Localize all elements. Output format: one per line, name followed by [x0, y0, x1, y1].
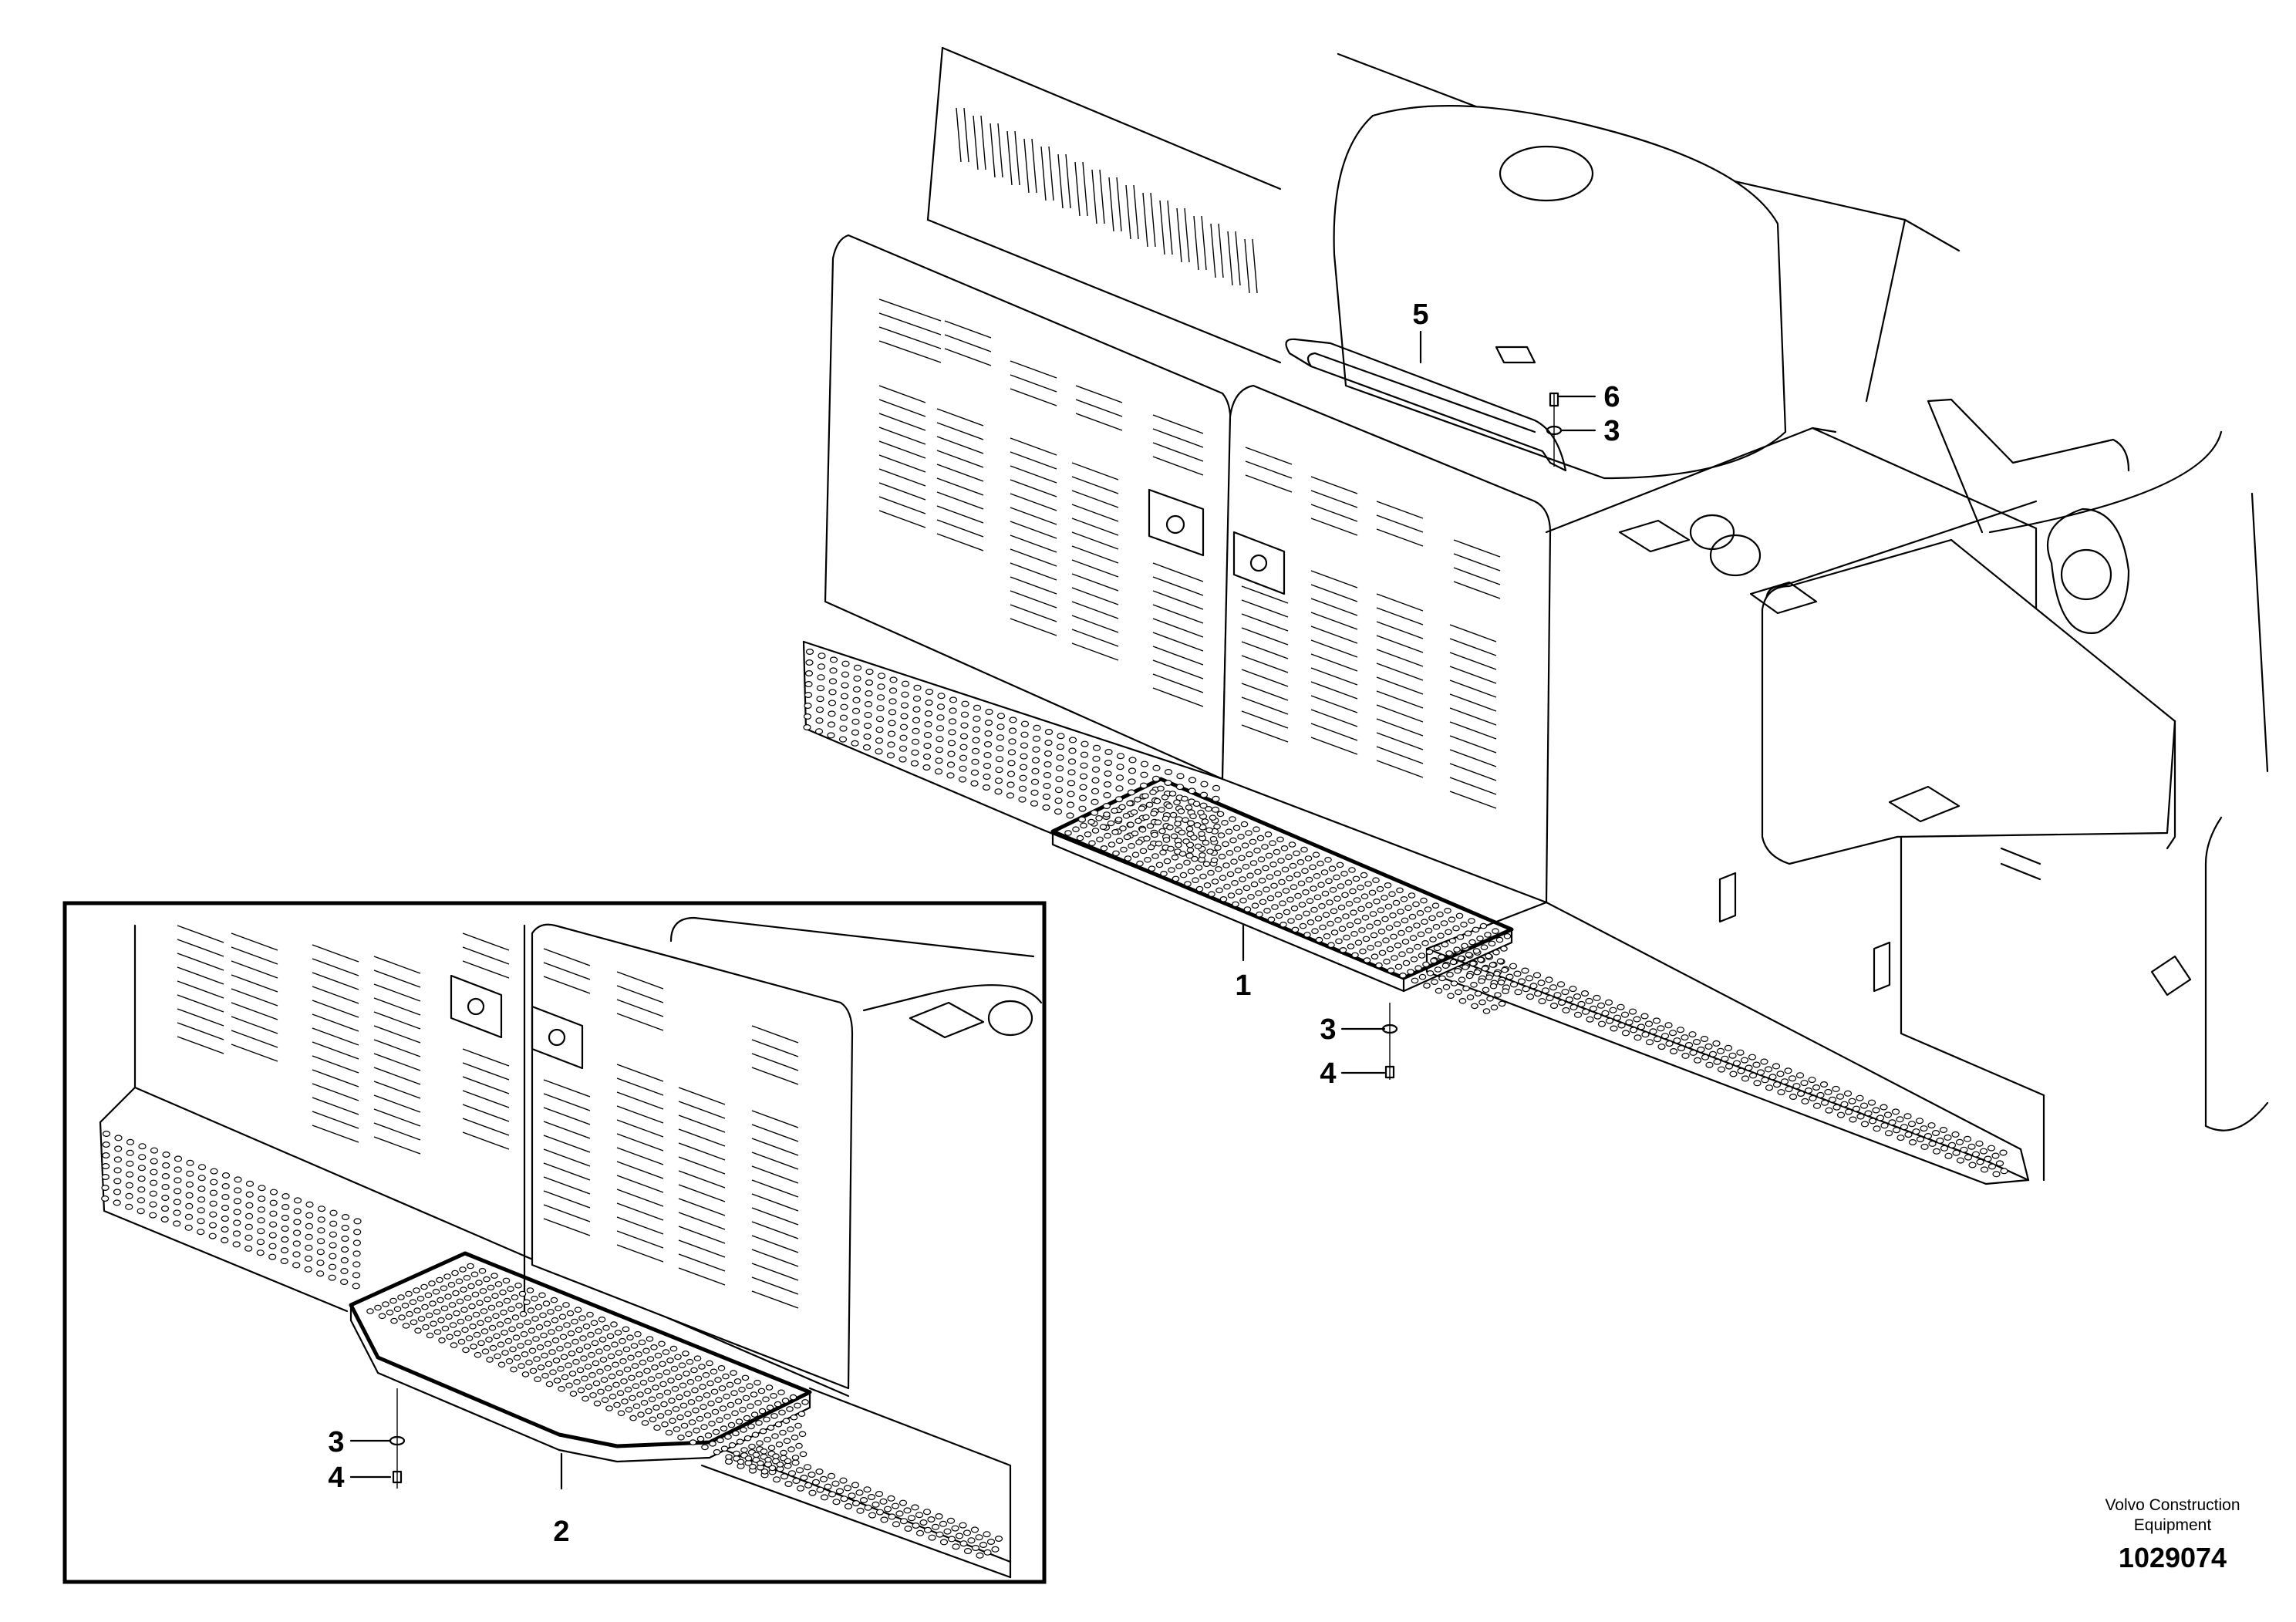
callout-4-detail-label: 4	[328, 1462, 344, 1494]
rear-frame	[1545, 398, 2269, 1182]
callout-6-label: 6	[1603, 381, 1620, 413]
callout-2: 2	[553, 1452, 570, 1548]
detail-lock-left	[450, 974, 503, 1039]
main-walkway-perforations	[803, 648, 2008, 1178]
machine-main-view	[802, 46, 2269, 1185]
detail-inset	[62, 901, 1047, 1584]
right-door-louvers	[1241, 447, 1501, 809]
callout-3-detail: 3	[328, 1426, 392, 1458]
callout-2-label: 2	[553, 1516, 569, 1548]
upper-louvers	[956, 107, 1258, 294]
detail-machine-body	[99, 916, 1043, 1398]
step-2-perforations	[366, 1263, 809, 1475]
step-1-perforations	[1064, 785, 1512, 1014]
callout-1-label: 1	[1235, 969, 1251, 1002]
callout-3-detail-label: 3	[328, 1426, 344, 1458]
detail-walkway-perforations	[101, 1130, 1003, 1559]
right-side-door	[1221, 384, 1552, 904]
step-1	[1050, 777, 1514, 993]
callout-4-main-label: 4	[1320, 1057, 1336, 1090]
left-door-lock	[1148, 488, 1205, 557]
callout-5: 5	[1412, 298, 1429, 364]
callout-3-main-label: 3	[1320, 1013, 1336, 1046]
brand-line-2: Equipment	[2134, 1516, 2212, 1534]
right-door-lock	[1232, 531, 1286, 595]
engine-hood	[1333, 105, 1787, 480]
callout-1: 1	[1235, 924, 1252, 1002]
callout-3-handrail-label: 3	[1603, 415, 1620, 447]
callout-5-label: 5	[1412, 298, 1428, 331]
callout-4-main: 4	[1320, 1057, 1386, 1090]
callout-3-main: 3	[1320, 1013, 1386, 1046]
left-door-louvers	[878, 298, 1204, 707]
callout-4-detail: 4	[328, 1462, 392, 1494]
callout-6: 6	[1556, 381, 1620, 413]
bolt-handrail	[1495, 346, 1563, 467]
document-number: 1029074	[2119, 1542, 2227, 1573]
upper-hood	[926, 46, 1282, 364]
bolt-washer-main	[1381, 1003, 1398, 1080]
left-side-door	[824, 234, 1232, 781]
detail-lock-right	[531, 1005, 584, 1070]
detail-louvers	[177, 925, 799, 1309]
callout-3-handrail: 3	[1559, 415, 1620, 447]
handrail	[1285, 338, 1567, 472]
brand-line-1: Volvo Construction	[2105, 1496, 2240, 1514]
footer-block: Volvo Construction Equipment 1029074	[2105, 1496, 2240, 1573]
